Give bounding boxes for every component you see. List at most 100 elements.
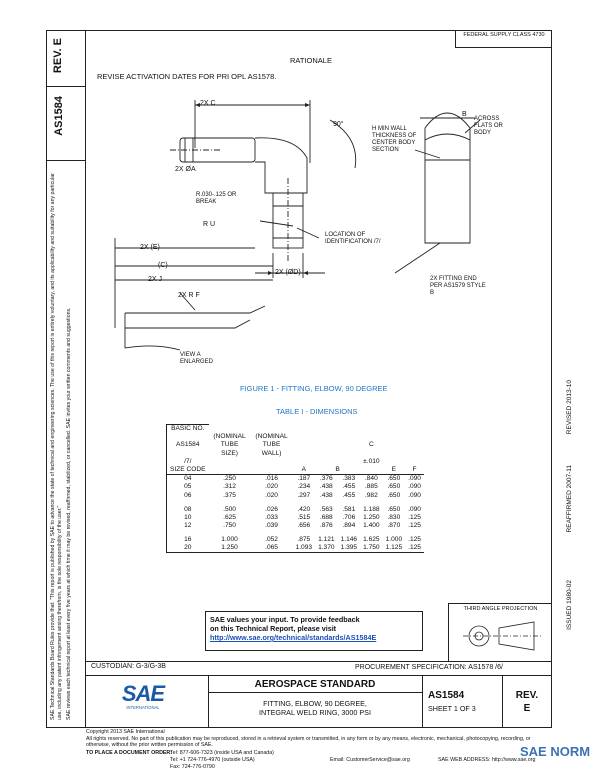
th-nominal-wall: (NOMINAL TUBE WALL) [255,433,288,457]
label-r-u: R U [203,221,216,228]
table-cell: 1.400 [363,522,380,530]
table-cell: 1.146 [340,536,358,544]
th-a: A [301,466,306,474]
table-cell: .052 [265,536,278,544]
label-location: LOCATION OF IDENTIFICATION /7/ [325,232,381,245]
feedback-line2: on this Technical Report, please visit [210,624,337,633]
table-cell: 1.250 [221,544,238,552]
table-cell: .650 [387,491,401,499]
table-cell: .125 [408,536,421,544]
table-cell: .420 [297,505,311,513]
table-cell: .020 [265,491,278,499]
divider [85,661,552,662]
table-cell: .830 [387,513,401,521]
footer-tel2: Tel: +1 724-776-4970 (outside USA) [170,757,255,763]
table-cell: .065 [265,544,278,552]
divider [85,675,552,676]
divider [46,160,85,161]
th-nominal-tube: (NOMINAL TUBE SIZE) [213,433,246,457]
table-cell: .090 [408,491,421,499]
table-row: 05.312.020.234.438.455.885.650.090 [165,483,424,492]
sae-logo-sub: INTERNATIONAL [126,705,160,710]
order-label: TO PLACE A DOCUMENT ORDER: [86,750,173,756]
table-cell: 10 [165,513,209,523]
left-margin-column [46,30,85,728]
table-cell: .885 [364,483,378,491]
table-cell: 06 [165,491,209,506]
notice-vertical-1: SAE Technical Standards Board Rules prov… [50,173,63,720]
table-cell: .039 [265,522,278,530]
table-cell: .026 [265,505,278,513]
th-size-code: SIZE CODE [165,466,209,475]
table-cell: 1.093 [295,544,313,552]
custodian: CUSTODIAN: G-3/G-3B [91,663,166,670]
table-cell: .125 [408,522,421,530]
th-b: B [335,466,340,474]
label-2x-j: 2X J [148,276,163,283]
divider [502,675,503,728]
table-cell: .125 [408,544,421,552]
table-cell: .625 [223,513,236,521]
title-heading: AEROSPACE STANDARD [254,679,376,690]
table-cell: .383 [342,475,356,483]
th-c: C [368,441,374,449]
feedback-link[interactable]: http://www.sae.org/technical/standards/A… [210,633,377,642]
title-rev-value: E [523,703,531,714]
label-angle: 90° [333,121,344,128]
drawing-frame [85,30,552,728]
table-cell: .020 [265,483,278,491]
label-2x-rf: 2X R F [178,292,200,299]
table-cell: 16 [165,536,209,545]
figure-caption: FIGURE 1 - FITTING, ELBOW, 90 DEGREE [240,384,388,393]
third-angle-label: THIRD ANGLE PROJECTION [463,606,538,612]
table-cell: .250 [223,475,236,483]
table-cell: 08 [165,505,209,514]
table-row: 04.250.016.187.376.383.840.650.090 [165,474,424,484]
title-sheet: SHEET 1 OF 3 [428,704,476,713]
divider [208,675,209,728]
label-2x-c: 2X C [200,100,216,107]
label-dia-a: 2X ØA [175,166,196,173]
table-cell: .581 [342,505,356,513]
table-cell: .650 [387,505,401,513]
th-c-tol: ±.010 [363,457,380,465]
table-cell: .650 [387,475,401,483]
divider [46,86,85,87]
issued-date: ISSUED 1980-02 [566,580,573,630]
table-cell: .650 [387,483,401,491]
footer-tel: Tel: 877-606-7323 (inside USA and Canada… [170,750,274,756]
table-cell: 1.000 [221,536,238,544]
table-cell: .090 [408,505,421,513]
th-basic-no: BASIC NO. [165,424,209,434]
table-cell: .500 [223,505,236,513]
rationale-text: REVISE ACTIVATION DATES FOR PRI OPL AS15… [97,72,277,81]
table-cell: 1.121 [318,536,335,544]
label-2x-e: 2X (E) [140,244,160,251]
table-cell: .515 [297,513,311,521]
table-cell: .840 [364,475,378,483]
table-cell: .312 [223,483,236,491]
third-angle-symbol [463,621,541,651]
label-h-min-wall: H MIN WALL THICKNESS OF CENTER BODY SECT… [372,126,417,153]
table-cell: 1.125 [385,544,403,552]
footer-web[interactable]: SAE WEB ADDRESS: http://www.sae.org [438,757,536,763]
label-view-a: VIEW A ENLARGED [180,352,214,365]
copyright: Copyright 2013 SAE International [86,729,165,735]
table-cell: .016 [265,475,278,483]
title-rev-label: REV. [515,690,539,701]
fed-class-text: FEDERAL SUPPLY CLASS 4730 [463,32,545,38]
label-2x-d: 2X (ØD) [275,269,301,276]
watermark: SAE NORM [520,744,591,759]
fed-class-box: FEDERAL SUPPLY CLASS 4730 [455,30,552,48]
table-cell: 04 [165,474,209,484]
divider [422,675,423,728]
rationale-title: RATIONALE [290,56,332,65]
table-cell: .376 [319,475,333,483]
third-angle-box: THIRD ANGLE PROJECTION [448,603,552,661]
rev-label-vertical: REV. E [52,38,64,74]
table-cell: .438 [319,491,333,499]
